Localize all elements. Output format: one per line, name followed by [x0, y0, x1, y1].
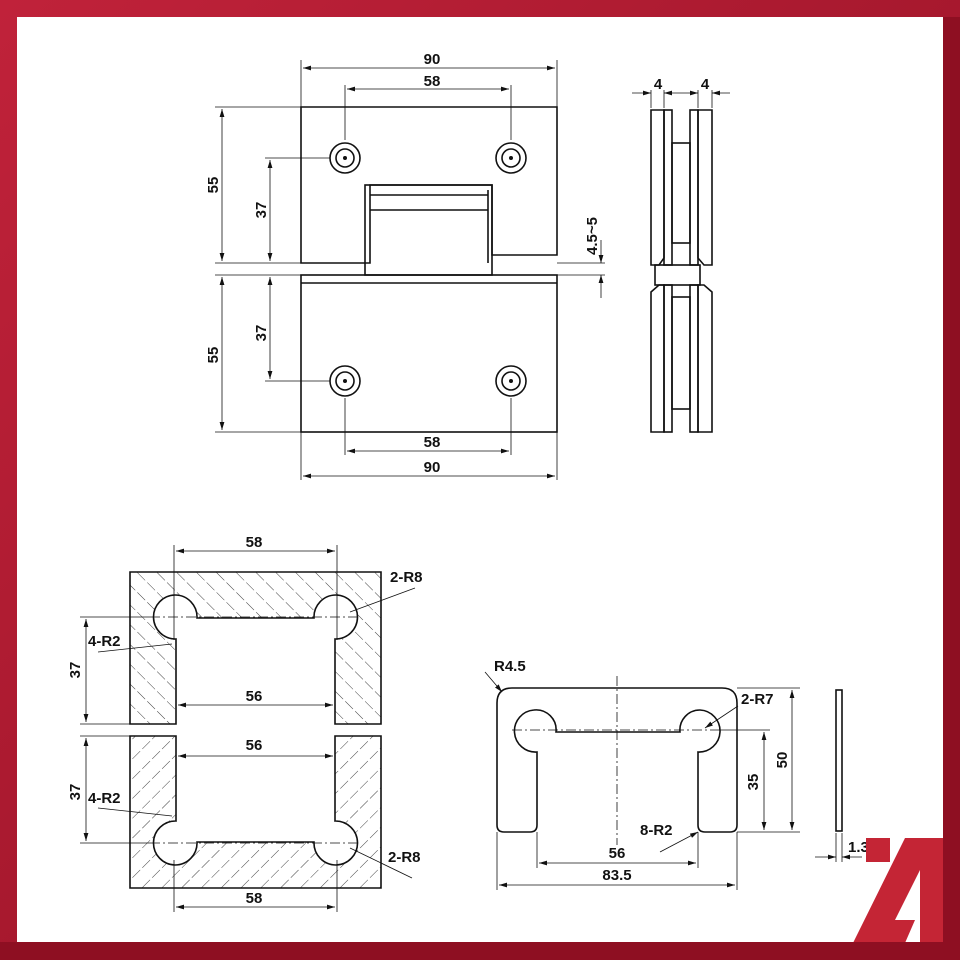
dim-top-width: 56: [246, 688, 263, 705]
dim-bottom-width: 56: [246, 737, 263, 754]
label-inner-radius: 8-R2: [640, 822, 673, 839]
dim-left-thickness: 4: [654, 76, 663, 93]
dim-right-thickness: 4: [701, 76, 710, 93]
gasket-view: R4.5 2-R7 50 35 8-R2 56 83.5 1.3: [484, 658, 869, 890]
dim-height: 50: [774, 752, 791, 769]
dim-top-holes: 58: [246, 534, 263, 551]
dim-holes-top: 58: [424, 73, 441, 90]
hinge-side-view: 4 4: [632, 76, 730, 433]
dim-height-bottom: 55: [205, 347, 222, 364]
label-bottom-radius: 2-R8: [388, 849, 421, 866]
screw-holes: [329, 142, 527, 397]
dim-thickness: 1.3: [848, 839, 869, 856]
dim-holes-bottom: 58: [424, 434, 441, 451]
dim-bottom-holes: 58: [246, 890, 263, 907]
dim-top-depth: 37: [67, 662, 84, 679]
label-top-corner-radius: 4-R2: [88, 633, 121, 650]
hinge-front-view: 90 58 55 37 4.5~5 55 37 58 90: [205, 51, 605, 480]
brand-logo: [853, 838, 943, 943]
dim-depth: 35: [745, 774, 762, 791]
dim-bottom-depth: 37: [67, 784, 84, 801]
dim-hole-offset-top: 37: [253, 202, 270, 219]
dim-outer-width: 83.5: [602, 867, 631, 884]
dim-hole-offset-bottom: 37: [253, 325, 270, 342]
label-hole-radius: 2-R7: [741, 691, 774, 708]
label-bottom-corner-radius: 4-R2: [88, 790, 121, 807]
gasket-strip: [835, 689, 843, 832]
dim-width-bottom: 90: [424, 459, 441, 476]
dim-gap: 4.5~5: [584, 217, 601, 255]
dim-width-top: 90: [424, 51, 441, 68]
label-top-radius: 2-R8: [390, 569, 423, 586]
label-corner-radius: R4.5: [494, 658, 526, 675]
dim-height-top: 55: [205, 177, 222, 194]
side-collar: [654, 264, 701, 286]
lower-plate: [300, 274, 558, 433]
glass-cutout-view: 58 2-R8 4-R2 37 56 56 37 4-R2 2-R8 58: [67, 534, 423, 912]
dim-inner-width: 56: [609, 845, 626, 862]
knuckle: [364, 184, 493, 276]
